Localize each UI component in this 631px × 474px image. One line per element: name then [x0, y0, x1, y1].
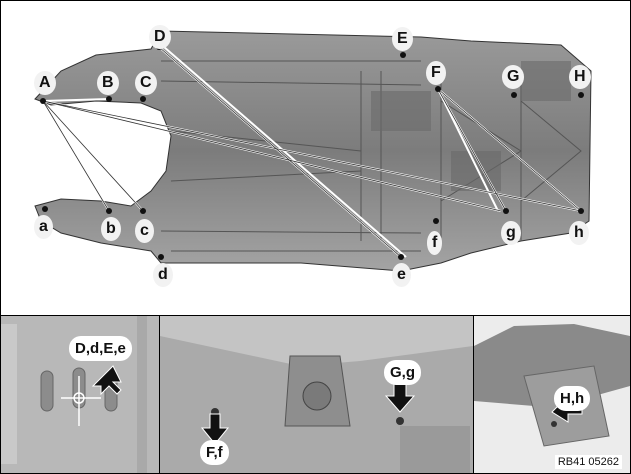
- detail-view-F-f-G-g: F,f G,g: [160, 316, 474, 473]
- measuring-dots: [40, 44, 584, 260]
- measurement-lines-outline: [42, 46, 582, 258]
- detail-view-H-h: H,h RB41 05262: [474, 316, 630, 473]
- arrow-icon: [91, 365, 122, 396]
- point-label-b: b: [101, 217, 121, 241]
- point-label-B: B: [97, 71, 119, 95]
- detail-2-label-right: G,g: [384, 360, 421, 385]
- detail-view-D-d-E-e: D,d,E,e: [1, 316, 160, 473]
- point-label-G: G: [502, 65, 525, 89]
- detail-3-drawing: [474, 316, 630, 473]
- point-label-A: A: [34, 71, 56, 95]
- detail-1-label: D,d,E,e: [69, 336, 132, 361]
- point-label-g: g: [501, 221, 521, 245]
- figure-code: RB41 05262: [554, 455, 622, 469]
- underbody-diagram: A B C D E F G H a b c d e f g h: [1, 1, 630, 316]
- point-label-d: d: [153, 263, 173, 287]
- detail-2-label-left: F,f: [200, 440, 229, 465]
- point-label-H: H: [569, 65, 591, 89]
- arrow-up-icon: [200, 413, 230, 445]
- detail-2-drawing: [160, 316, 473, 473]
- point-label-F: F: [426, 61, 446, 85]
- detail-1-drawing: [1, 316, 159, 473]
- point-label-C: C: [135, 71, 157, 95]
- point-label-a: a: [34, 215, 53, 239]
- underbody-drawing: [34, 30, 592, 272]
- point-label-h: h: [569, 221, 589, 245]
- point-label-c: c: [135, 219, 154, 243]
- point-label-f: f: [427, 231, 443, 255]
- point-label-D: D: [149, 25, 171, 49]
- point-label-e: e: [392, 263, 411, 287]
- point-label-E: E: [392, 27, 413, 51]
- detail-3-label: H,h: [554, 386, 591, 411]
